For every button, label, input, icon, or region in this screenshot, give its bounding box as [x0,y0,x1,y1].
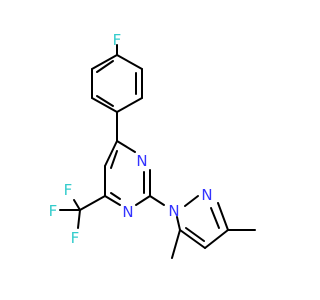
pyrazole-link-bond [149,195,165,206]
fluorine-atom-label: F [113,31,122,49]
fluorine-atom-label: F [64,181,73,199]
nitrogen-atom-label: N [136,152,147,170]
molecule-structure: F N N N N F F F [49,31,256,259]
fluorophenyl-ring [91,44,143,113]
fluorine-atom-label: F [49,202,58,220]
nitrogen-atom-label: N [168,202,179,220]
molecule-canvas: F N N N N F F F [49,31,256,259]
pyrazole-ring [171,195,256,259]
trifluoromethyl-group [59,195,106,229]
nitrogen-atom-label: N [122,203,133,221]
nitrogen-atom-label: N [201,186,212,204]
fluorine-atom-label: F [71,229,80,247]
pyrimidine-ring [104,140,151,206]
